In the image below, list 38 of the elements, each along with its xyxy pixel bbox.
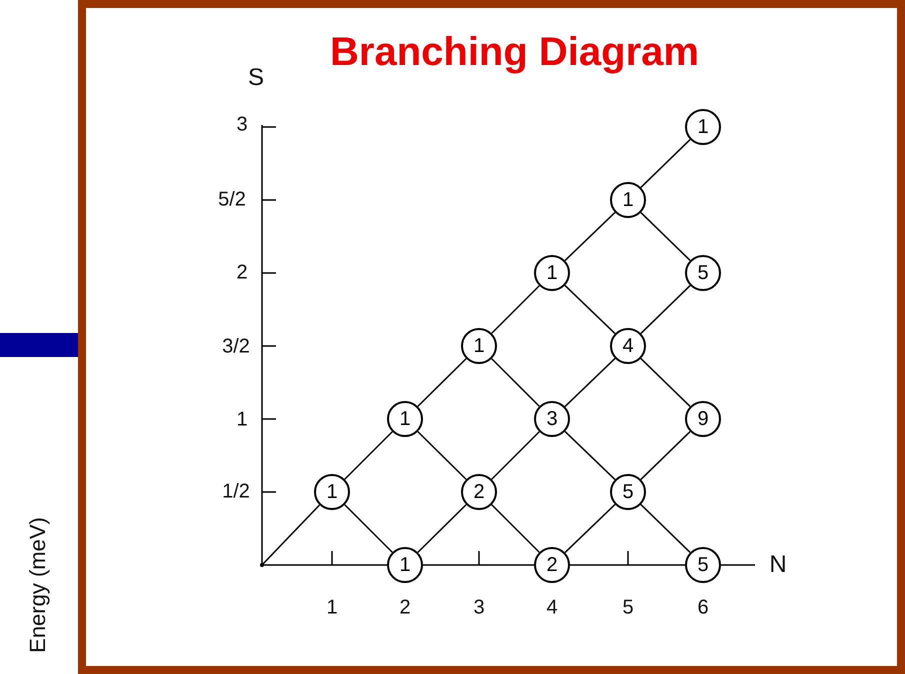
branch-line <box>564 284 616 334</box>
tick-label: 3 <box>473 596 485 620</box>
branch-line <box>491 358 540 407</box>
axis-title: Energy (meV) <box>25 517 51 653</box>
tick-label: 2 <box>236 262 248 284</box>
tick-label: 1 <box>236 408 248 432</box>
branch-line <box>640 285 691 334</box>
branch-line <box>491 431 540 480</box>
tick-label: 4 <box>546 596 558 620</box>
branch-line <box>344 504 393 553</box>
branch-line <box>564 430 616 480</box>
tick-label: 3 <box>236 114 248 136</box>
axis-origin <box>260 563 264 567</box>
branch-line <box>640 358 691 407</box>
branch-line <box>491 285 540 334</box>
tick-label: 2 <box>399 596 411 620</box>
tick-label: 3/2 <box>222 336 250 358</box>
tick-label: 5/2 <box>218 188 246 212</box>
branch-line <box>417 431 467 480</box>
branch-line <box>417 504 467 553</box>
branch-line <box>344 431 393 480</box>
branch-line <box>261 504 320 566</box>
branch-line <box>564 212 616 262</box>
branch-line <box>640 212 691 261</box>
branch-line <box>564 504 616 554</box>
branch-line <box>640 431 691 480</box>
branch-line <box>640 504 691 553</box>
branch-line <box>564 358 616 408</box>
axis-title: S <box>248 64 264 92</box>
branch-line <box>491 504 540 553</box>
axis-title: N <box>769 551 787 579</box>
branch-line <box>417 358 467 407</box>
tick-label: 1 <box>326 596 338 620</box>
tick-label: 6 <box>697 596 709 620</box>
tick-label: 5 <box>622 596 634 620</box>
tick-label: 1/2 <box>222 480 250 504</box>
diagram-title: Branching Diagram <box>330 30 699 75</box>
branch-line <box>640 139 691 188</box>
